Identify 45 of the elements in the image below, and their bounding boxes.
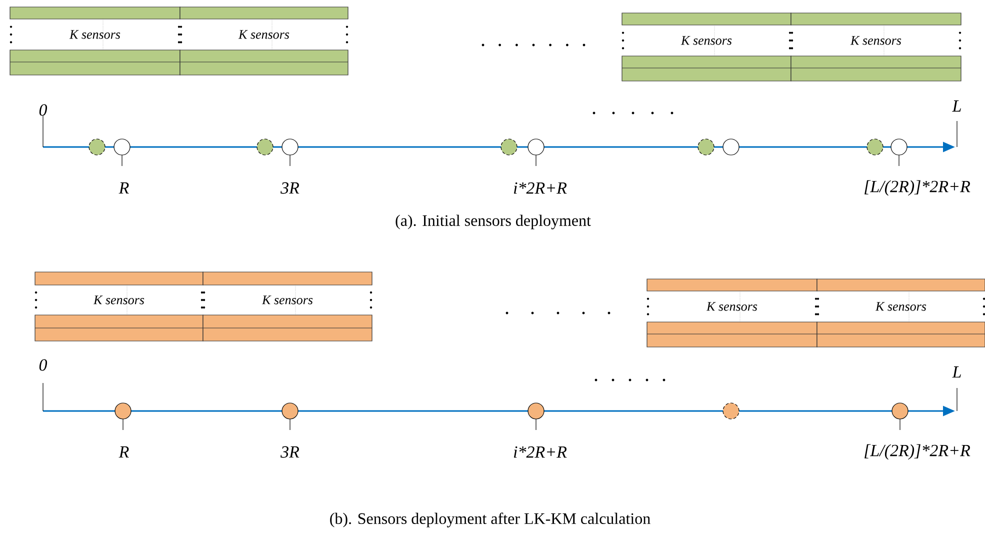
axis-label: L (952, 100, 961, 112)
sensor-circle (866, 138, 884, 156)
sensor-circle (722, 402, 740, 420)
sensor-circle (892, 402, 908, 420)
sensor-circle (890, 138, 908, 156)
node-label: K sensors (875, 302, 926, 311)
sensor-group-box: K sensors (646, 278, 818, 348)
sensor-group-box: K sensors (10, 6, 180, 76)
sensor-group-box: K sensors (816, 278, 985, 348)
tick-label: [L/(2R)]*2R+R (864, 180, 970, 196)
sensor-group-box: K sensors (34, 272, 204, 342)
sensor-circle (114, 402, 132, 420)
tick-label: 3R (280, 446, 300, 458)
node-label: K sensors (706, 302, 758, 311)
tick-label: i*2R+R (514, 446, 567, 458)
sensor-circle (282, 138, 298, 156)
sensor-circle (256, 138, 274, 156)
node-label: K sensors (262, 296, 313, 304)
sensor-circle (698, 138, 714, 156)
axis-label: L (952, 366, 961, 378)
sensor-circle (282, 402, 298, 420)
tick-label: R (118, 182, 129, 194)
tick-label: 3R (280, 182, 300, 194)
sensor-circle (722, 138, 740, 156)
sensor-group-box: K sensors (180, 6, 348, 76)
sensor-circle (528, 138, 544, 156)
tick-label: R (118, 446, 129, 458)
node-label: K sensors (850, 36, 902, 45)
tick-label: [L/(2R)]*2R+R (864, 444, 970, 460)
node-label: K sensors (69, 30, 120, 39)
sensor-group-box: K sensors (622, 12, 792, 82)
sensor-group-box: K sensors (790, 12, 962, 82)
axis-label: 0 (39, 359, 48, 371)
node-label: K sensors (680, 36, 732, 45)
caption: (a). Initial sensors deployment (396, 214, 591, 230)
tick-label: i*2R+R (514, 182, 567, 194)
sensor-group-box: K sensors (202, 272, 372, 342)
node-label: K sensors (238, 30, 290, 39)
sensor-circle (114, 138, 130, 156)
sensor-circle (500, 138, 518, 156)
sensor-circle (88, 138, 106, 156)
axis-label: 0 (39, 104, 48, 116)
caption: (b). Sensors deployment after LK-KM calculation (330, 512, 650, 528)
sensor-circle (528, 402, 544, 420)
node-label: K sensors (93, 296, 144, 304)
